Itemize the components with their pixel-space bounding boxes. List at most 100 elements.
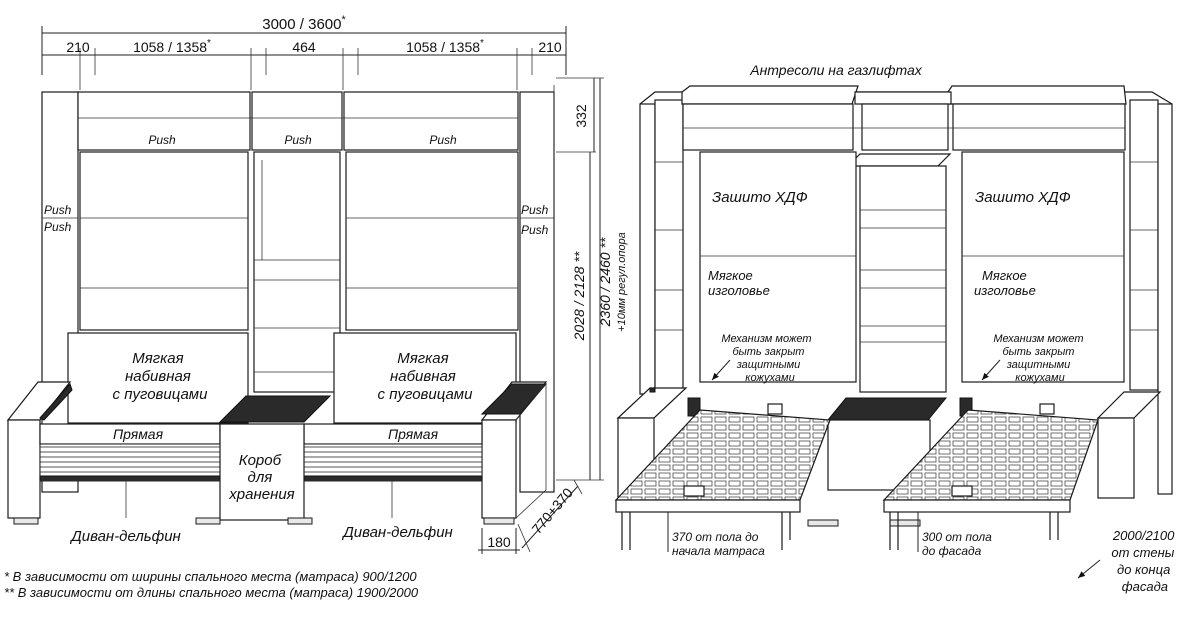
storage-label-line1: Короб: [239, 452, 282, 469]
segment-star-left: *: [207, 38, 211, 49]
mezzanine-label: Антресоли на газлифтах: [749, 62, 922, 78]
mechanism-right-line3: защитными: [1006, 359, 1071, 371]
bed-front-right: [345, 151, 519, 331]
overall-width-star: *: [341, 14, 346, 26]
headboard-right-line2: изголовье: [974, 283, 1036, 298]
floor-facade-line1: 300 от пола: [922, 530, 992, 544]
top-cabinet-middle: [251, 91, 343, 151]
footnote-width: * В зависимости от ширины спального мест…: [4, 569, 417, 584]
middle-shelving: [253, 151, 341, 393]
footnote-length: ** В зависимости от длины спального мест…: [4, 585, 419, 600]
left-side-shelving: [639, 103, 656, 395]
headboard-left-line1: Мягкое: [708, 268, 753, 283]
segment-middle: 464: [292, 39, 316, 55]
middle-shelving-open: [859, 165, 947, 393]
soft-label-right-line3: с пуговицами: [378, 386, 474, 403]
svg-text:2000/2100 от стены: 2000/2100 от стены до конца фасада: [1111, 528, 1178, 594]
push-label-right-upper: Push: [521, 203, 549, 217]
storage-box: [219, 423, 305, 521]
wall-note-line4: фасада: [1122, 579, 1168, 594]
sofa-arm-left: [7, 419, 41, 519]
body-height-dimension: 2028 / 2128 **: [571, 251, 587, 341]
svg-text:Короб для хранения: Короб для хранения: [228, 452, 294, 503]
push-label-right-lower: Push: [521, 223, 549, 237]
soft-label-left-line2: набивная: [125, 368, 191, 385]
top-cabinet-left: [77, 91, 251, 151]
mechanism-right-line4: кожухами: [1015, 372, 1064, 384]
sofa-label-left: Диван-дельфин: [69, 528, 181, 545]
sofa-arm-right: [481, 419, 517, 519]
segment-dimensions: 210 1058 / 1358* 464 1058 / 1358* 210: [42, 38, 566, 90]
svg-text:3000 / 3600*: 3000 / 3600*: [262, 14, 346, 33]
top-height-dimension: 332: [573, 104, 589, 128]
backrest-left: [67, 332, 249, 424]
wall-note-line1: 2000/2100: [1112, 528, 1175, 543]
soft-label-right-line2: набивная: [390, 368, 456, 385]
bed-niche-left: [699, 151, 857, 383]
headboard-left-line2: изголовье: [708, 283, 770, 298]
svg-text:300 от пола до фасада: 300 от пола до фасада: [922, 530, 995, 558]
mezzanine-lid-left: [681, 85, 859, 105]
segment-side-right: 210: [538, 39, 562, 55]
sewn-label-right: Зашито ХДФ: [975, 189, 1071, 206]
soft-label-left-line3: с пуговицами: [113, 386, 209, 403]
seat-front-left: [39, 443, 221, 481]
floor-mattress-line1: 370 от пола до: [672, 530, 759, 544]
push-label-left-lower: Push: [44, 220, 72, 234]
seat-front-right: [303, 443, 483, 481]
svg-text:370 от пола до начала ма: 370 от пола до начала матраса: [672, 530, 765, 558]
svg-text:Механизм может быть закр: Механизм может быть закрыт защитными кож…: [721, 333, 814, 384]
segment-side-left: 210: [66, 39, 90, 55]
floor-facade-line2: до фасада: [922, 544, 982, 558]
push-label-top-middle: Push: [284, 133, 312, 147]
bed-niche-right: [961, 151, 1125, 383]
mechanism-left-line1: Механизм может: [721, 333, 811, 345]
mechanism-left-line4: кожухами: [745, 372, 794, 384]
svg-text:1058 / 1358*: 1058 / 1358*: [133, 38, 211, 55]
right-sofa-block: [1097, 417, 1135, 499]
support-note: +10мм регул.опора: [616, 232, 628, 332]
right-side-shelving: [1129, 99, 1159, 391]
push-label-top-left: Push: [148, 133, 176, 147]
middle-top-lid: [846, 153, 952, 167]
segment-bed-right: 1058 / 1358: [406, 39, 480, 55]
storage-label-line2: для: [248, 469, 273, 486]
storage-label-line3: хранения: [228, 486, 294, 503]
overall-width-label: 3000 / 3600: [262, 16, 341, 33]
sewn-label-left: Зашито ХДФ: [712, 189, 808, 206]
mechanism-right-line2: быть закрыт: [1002, 346, 1074, 358]
sofa-label-right: Диван-дельфин: [341, 524, 453, 541]
mezzanine-lid-right: [947, 85, 1127, 105]
svg-text:Механизм может быть закр: Механизм может быть закрыт защитными кож…: [993, 333, 1086, 384]
segment-bed-left: 1058 / 1358: [133, 39, 207, 55]
bed-front-left: [79, 151, 249, 331]
mechanism-left-line3: защитными: [736, 359, 801, 371]
overall-width-dimension: 3000 / 3600*: [41, 14, 567, 75]
svg-text:1058 / 1358*: 1058 / 1358*: [406, 38, 484, 55]
push-label-top-right: Push: [429, 133, 457, 147]
mechanism-left-line2: быть закрыт: [732, 346, 804, 358]
backrest-right: [333, 332, 517, 424]
straight-label-right: Прямая: [388, 426, 439, 442]
soft-label-left-line1: Мягкая: [132, 350, 183, 367]
footnotes: * В зависимости от ширины спального мест…: [4, 569, 418, 601]
top-cabinet-right: [343, 91, 519, 151]
wall-note-line3: до конца: [1117, 562, 1170, 577]
soft-label-right-line1: Мягкая: [397, 350, 448, 367]
front-elevation: 3000 / 3600* 210 1058 / 1358* 464 1058 /…: [6, 14, 628, 554]
open-beds-view: Антресоли на газлифтах: [614, 62, 1178, 594]
total-height-dimension: 2360 / 2460 **: [597, 237, 613, 327]
right-pillar: [519, 91, 555, 493]
wall-note-line2: от стены: [1111, 545, 1174, 560]
arm-width-dimension: 180: [487, 534, 511, 550]
straight-label-left: Прямая: [113, 426, 164, 442]
svg-text:Мягкая набивная с: Мягкая набивная с пуговицами: [113, 350, 209, 403]
height-dimensions: 332 2028 / 2128 ** 2360 / 2460 ** +10мм …: [556, 77, 628, 481]
push-label-left-upper: Push: [44, 203, 72, 217]
svg-text:Мягкое изголовье: Мягкое изголовье: [974, 268, 1036, 298]
mechanism-right-line1: Механизм может: [993, 333, 1083, 345]
svg-text:Мягкое изголовье: Мягкое изголовье: [708, 268, 770, 298]
headboard-right-line1: Мягкое: [982, 268, 1027, 283]
segment-star-right: *: [480, 38, 484, 49]
